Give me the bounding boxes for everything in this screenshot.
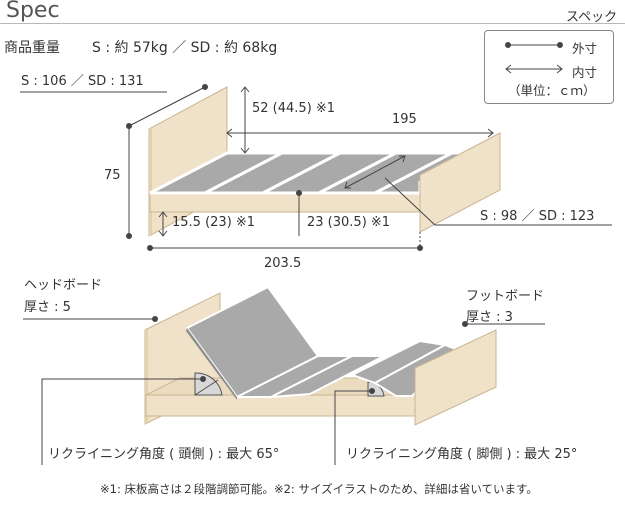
dim-headboard-width-label: S : 106 ／ SD : 131 (21, 74, 144, 89)
page-title: Spec (6, 0, 60, 23)
dim-headboard-to-deck-label: 52 (44.5) ※1 (252, 101, 336, 116)
dim-floor-height (158, 211, 168, 237)
legend-outer-label: 外寸 (572, 41, 598, 56)
dim-height-total-label: 75 (104, 168, 121, 183)
legend-outer-symbol (505, 42, 563, 48)
legend-inner-label: 内寸 (572, 65, 598, 80)
callout-headboard (23, 316, 158, 322)
dim-inner-length (226, 128, 494, 138)
footboard-top-view (419, 132, 501, 233)
dim-outer-length (147, 232, 423, 251)
page-subtitle: スペック (566, 10, 618, 25)
weight-label: 商品重量 (4, 40, 60, 56)
headboard-label: ヘッドボード (24, 278, 103, 293)
mid-slat-2 (270, 355, 385, 398)
dim-frame-height-label: 23 (30.5) ※1 (307, 215, 391, 230)
frame-side (149, 192, 421, 213)
callout-foot-recline (334, 388, 375, 465)
callout-footboard (462, 321, 545, 327)
dim-outer-length-label: 203.5 (264, 256, 302, 271)
dim-height-total (126, 126, 132, 239)
footboard-thickness-label: 厚さ : 3 (466, 310, 513, 325)
dim-headboard-width (20, 84, 208, 129)
footboard-label: フットボード (466, 289, 545, 304)
dim-inner-width (344, 155, 612, 226)
head-recline-label: リクライニング角度 ( 頭側 ) : 最大 65° (48, 447, 280, 462)
callout-head-recline (41, 376, 206, 465)
dim-floor-height-label: 15.5 (23) ※1 (172, 215, 256, 230)
weight-value: S : 約 57kg ／ SD : 約 68kg (92, 40, 278, 56)
frame-side-view (145, 394, 416, 417)
dim-inner-length-label: 195 (392, 112, 417, 127)
footboard-side-view (414, 329, 497, 426)
heading-rule (0, 23, 625, 24)
footnote: ※1: 床板高さは２段階調節可能。※2: サイズイラストのため、詳細は省いていま… (100, 482, 538, 496)
foot-recline-label: リクライニング角度 ( 脚側 ) : 最大 25° (346, 447, 578, 462)
legend-inner-symbol (505, 64, 563, 74)
dim-frame-height (296, 190, 302, 236)
legend-unit-label: （単位：ｃｍ） (508, 83, 596, 98)
dim-headboard-to-deck (240, 86, 250, 154)
dim-inner-width-label: S : 98 ／ SD : 123 (480, 209, 595, 224)
legend-box (484, 30, 614, 104)
headboard-thickness-label: 厚さ : 5 (24, 300, 71, 315)
